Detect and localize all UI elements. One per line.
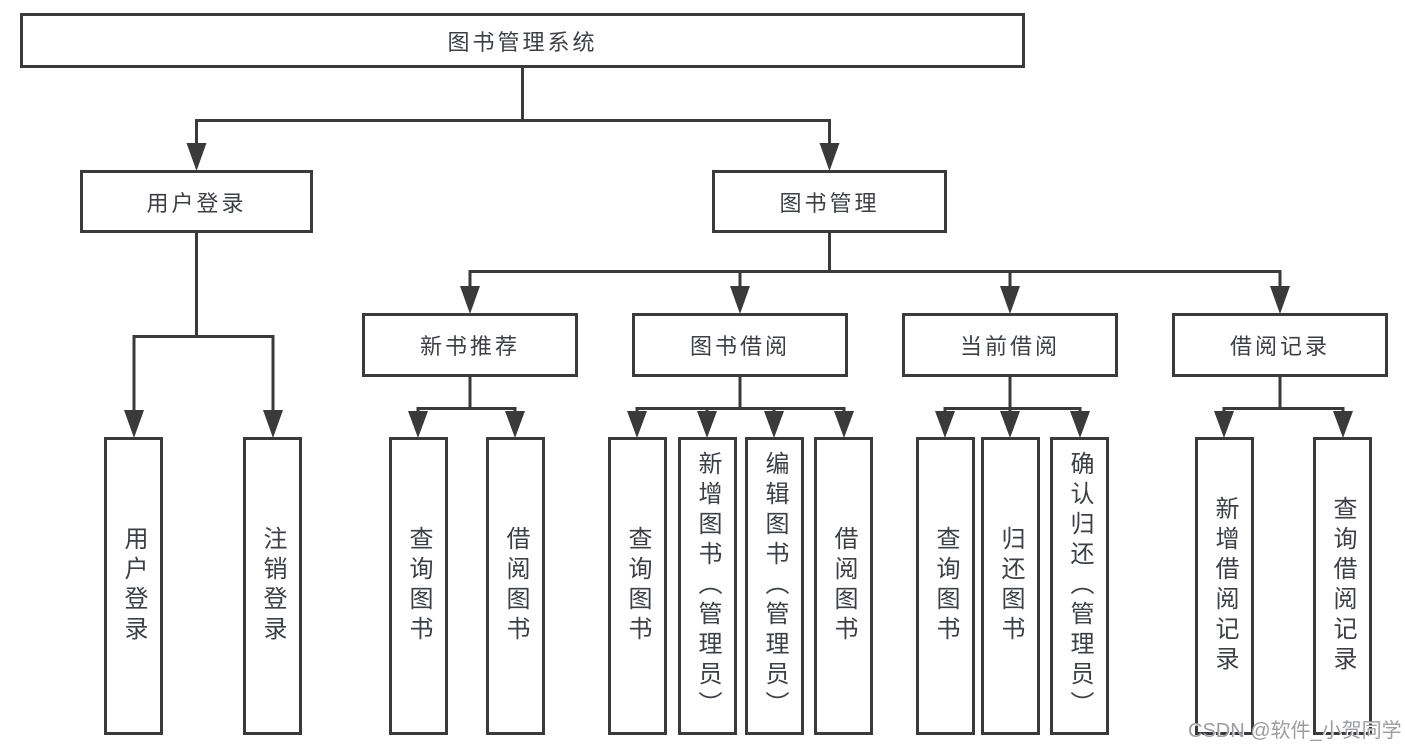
arrow-down-icon [730, 286, 750, 314]
leaf-edit-book-admin: 编辑图书（管理员） [745, 437, 804, 735]
arrow-down-icon [505, 411, 525, 438]
arrow-down-icon [834, 411, 854, 438]
node-label: 借阅记录 [1229, 334, 1330, 359]
node-label: 查询图书 [932, 526, 959, 646]
arrow-down-icon [460, 286, 480, 314]
arrow-down-icon [1270, 286, 1290, 314]
leaf-add-borrow-record: 新增借阅记录 [1195, 437, 1254, 735]
node-book-borrow: 图书借阅 [632, 313, 848, 377]
node-book-management-branch: 图书管理 [712, 170, 947, 233]
connector-user-login-to-leaves [124, 233, 283, 438]
leaf-borrow-book: 借阅图书 [814, 437, 873, 735]
node-label: 借阅图书 [502, 526, 529, 646]
arrow-down-icon [408, 411, 428, 438]
leaf-query-borrow-record: 查询借阅记录 [1313, 437, 1372, 735]
leaf-return-book: 归还图书 [981, 437, 1040, 735]
watermark-text: CSDN @软件_小贺同学 [1188, 720, 1402, 742]
node-label: 图书管理系统 [447, 29, 598, 55]
leaf-query-book-borrow: 查询图书 [608, 437, 667, 735]
arrow-down-icon [124, 410, 144, 438]
connector-current-borrow-to-leaves [935, 377, 1090, 438]
node-user-login-branch: 用户登录 [80, 170, 313, 233]
connector-book-borrow-to-leaves [627, 377, 854, 438]
arrow-down-icon [1214, 411, 1234, 438]
leaf-logout: 注销登录 [243, 437, 302, 735]
leaf-add-book-admin: 新增图书（管理员） [678, 437, 737, 735]
arrow-down-icon [1000, 286, 1020, 314]
node-label: 归还图书 [997, 526, 1024, 646]
node-label: 借阅图书 [830, 526, 857, 646]
connector-new-book-to-leaves [408, 377, 525, 438]
leaf-query-book-recommend: 查询图书 [389, 437, 448, 735]
arrow-down-icon [819, 143, 840, 171]
node-label: 用户登录 [120, 526, 147, 646]
leaf-query-book-current: 查询图书 [916, 437, 975, 735]
node-label: 编辑图书（管理员） [761, 451, 788, 721]
connector-book-mgmt-to-level3 [460, 233, 1290, 314]
connector-borrow-records-to-leaves [1214, 377, 1353, 438]
node-label: 查询图书 [624, 526, 651, 646]
arrow-down-icon [935, 411, 955, 438]
arrow-down-icon [263, 410, 283, 438]
node-label: 查询图书 [405, 526, 432, 646]
arrow-down-icon [1333, 411, 1353, 438]
arrow-down-icon [1000, 411, 1020, 438]
node-label: 图书管理 [779, 190, 880, 216]
node-label: 图书借阅 [689, 334, 790, 359]
arrow-down-icon [186, 143, 207, 171]
arrow-down-icon [764, 411, 784, 438]
arrow-down-icon [697, 411, 717, 438]
node-label: 注销登录 [259, 526, 286, 646]
node-label: 确认归还（管理员） [1066, 451, 1093, 721]
arrow-down-icon [627, 411, 647, 438]
node-current-borrow: 当前借阅 [902, 313, 1118, 377]
arrow-down-icon [1070, 411, 1090, 438]
node-label: 新书推荐 [419, 334, 520, 359]
connector-root-to-level2 [186, 68, 840, 171]
leaf-confirm-return-admin: 确认归还（管理员） [1050, 437, 1109, 735]
leaf-user-login: 用户登录 [104, 437, 163, 735]
node-label: 新增借阅记录 [1211, 496, 1238, 676]
node-label: 当前借阅 [959, 334, 1060, 359]
node-root-library-system: 图书管理系统 [20, 13, 1025, 68]
node-label: 新增图书（管理员） [694, 451, 721, 721]
node-new-book-recommend: 新书推荐 [362, 313, 578, 377]
leaf-borrow-book-recommend: 借阅图书 [486, 437, 545, 735]
node-borrow-records: 借阅记录 [1172, 313, 1388, 377]
node-label: 用户登录 [146, 190, 247, 216]
node-label: 查询借阅记录 [1329, 496, 1356, 676]
